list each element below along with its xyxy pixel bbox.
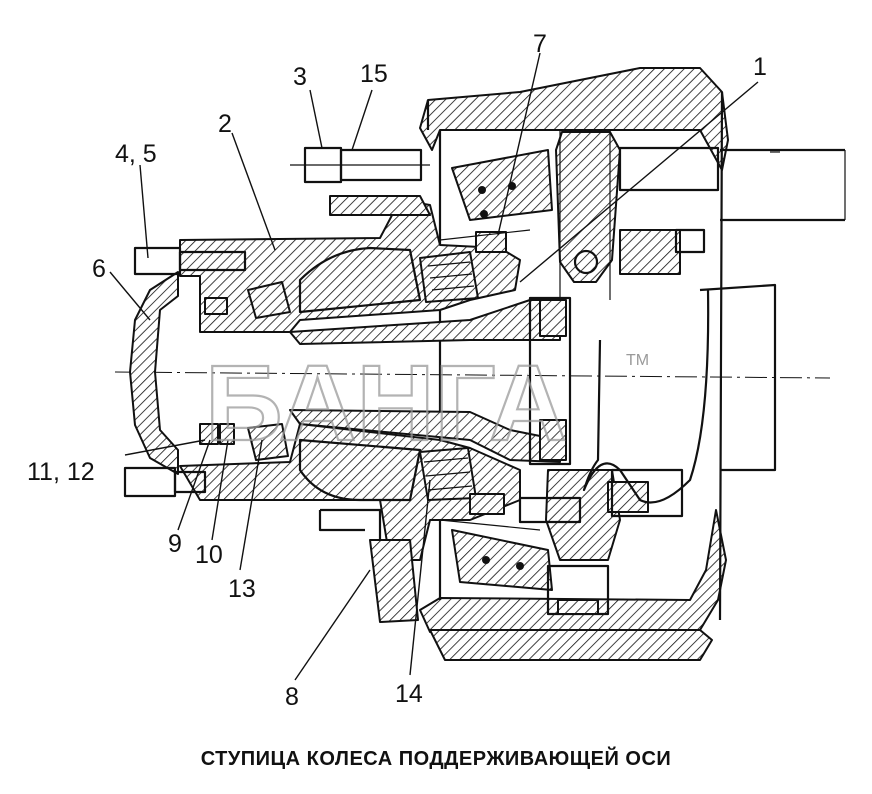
hub-cap bbox=[129, 271, 179, 475]
upper-anchor-block bbox=[619, 229, 681, 275]
callout-14: 14 bbox=[395, 680, 423, 708]
axle-beam-end bbox=[774, 150, 846, 470]
callout-11-12: 11, 12 bbox=[27, 458, 95, 486]
drum-inner-contour bbox=[439, 130, 611, 531]
brake-drum-lower bbox=[419, 509, 727, 633]
leader-15 bbox=[351, 89, 373, 151]
upper-anchor-nut bbox=[674, 228, 706, 254]
brake-drum bbox=[419, 67, 729, 171]
hub-cavity-upper bbox=[298, 246, 422, 314]
watermark: БАНГА bbox=[205, 342, 567, 463]
leader-10 bbox=[211, 439, 229, 541]
callout-2: 2 bbox=[218, 110, 232, 138]
backing-plate bbox=[555, 131, 621, 283]
rivet bbox=[516, 562, 524, 570]
watermark-tm: TM bbox=[626, 352, 649, 369]
drum-mount-outline bbox=[318, 508, 382, 540]
inner-bearing-upper bbox=[419, 251, 479, 303]
upper-stud-nut bbox=[133, 246, 182, 276]
callout-3: 3 bbox=[293, 63, 307, 91]
outer-bearing-upper bbox=[247, 281, 291, 319]
oil-seal bbox=[475, 231, 507, 253]
leader-3 bbox=[309, 89, 323, 149]
drum-flange-bottom bbox=[429, 629, 713, 661]
cam-bracket-web bbox=[557, 599, 599, 615]
figure-caption: СТУПИЦА КОЛЕСА ПОДДЕРЖИВАЮЩЕЙ ОСИ bbox=[200, 748, 672, 770]
drum-bolt-boss bbox=[329, 195, 431, 216]
cam-bushing bbox=[607, 481, 649, 513]
leader-11-12 bbox=[124, 439, 206, 456]
stub-axle-upper bbox=[289, 299, 561, 345]
spindle-shoulder bbox=[528, 296, 572, 466]
lower-stud bbox=[173, 470, 207, 494]
callout-8: 8 bbox=[285, 683, 299, 711]
leader-6 bbox=[109, 271, 151, 321]
callout-6: 6 bbox=[92, 255, 106, 283]
inner-bearing-rollers-upper bbox=[427, 261, 475, 291]
leader-4-5 bbox=[139, 164, 149, 259]
leader-9 bbox=[177, 439, 211, 531]
callout-leaders bbox=[109, 52, 759, 681]
callout-15: 15 bbox=[360, 60, 388, 88]
stub-axle-lower bbox=[289, 409, 561, 463]
leader-1 bbox=[519, 81, 759, 283]
rivet bbox=[482, 556, 490, 564]
inner-bearing-rollers-lower bbox=[423, 457, 473, 491]
chamber-bracket bbox=[618, 146, 720, 192]
rivet bbox=[478, 186, 486, 194]
drum-outline bbox=[426, 91, 724, 621]
upper-stud bbox=[178, 250, 247, 272]
callout-9: 9 bbox=[168, 530, 182, 558]
cam-shaft bbox=[518, 496, 582, 524]
callout-10: 10 bbox=[195, 541, 223, 569]
callout-1: 1 bbox=[753, 53, 767, 81]
callout-7: 7 bbox=[533, 30, 547, 58]
lower-stud-nut bbox=[123, 466, 177, 498]
cam-bracket-lower bbox=[610, 468, 684, 518]
locknut-upper bbox=[204, 297, 228, 315]
rivet bbox=[480, 210, 488, 218]
brake-shoe-lower bbox=[451, 529, 553, 591]
spindle-seal-upper bbox=[539, 299, 567, 337]
leader-2 bbox=[231, 132, 276, 251]
leader-13 bbox=[239, 439, 263, 571]
sensor-cable bbox=[582, 289, 710, 504]
hub-cavity-lower bbox=[298, 438, 422, 502]
oil-seal-lower bbox=[469, 493, 505, 515]
callout-13: 13 bbox=[228, 575, 256, 603]
brake-drum-mount bbox=[369, 539, 419, 623]
outer-bearing-lower bbox=[247, 423, 289, 461]
callout-4-5: 4, 5 bbox=[115, 140, 157, 168]
spindle-seal-lower bbox=[539, 419, 567, 461]
anchor-pin bbox=[573, 249, 599, 275]
leader-8 bbox=[294, 569, 371, 681]
leader-14 bbox=[409, 479, 431, 676]
leader-7 bbox=[497, 52, 541, 236]
brake-shoe-upper bbox=[451, 149, 553, 221]
axis-centerline bbox=[114, 371, 831, 379]
